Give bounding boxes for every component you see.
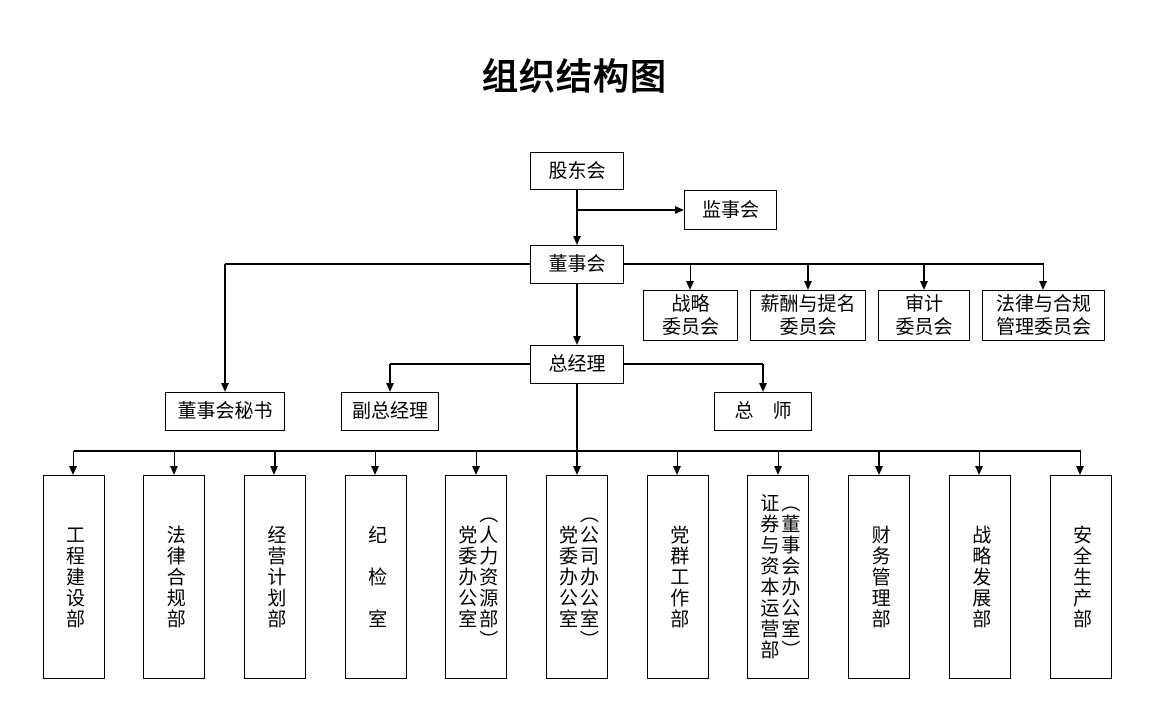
- node-label: 工程建设部: [63, 524, 84, 630]
- connector-line: [576, 384, 578, 467]
- chart-title: 组织结构图: [481, 56, 667, 97]
- connector-line: [390, 363, 530, 365]
- node-label: 董事会: [548, 254, 606, 275]
- arrow-down-icon: [919, 281, 928, 290]
- node-label: 安全生产部: [1070, 524, 1091, 630]
- connector-line: [72, 451, 75, 467]
- node-dept-party-committee-office-hr: 党委办公室 （人力资源部）: [445, 475, 508, 679]
- node-label: 总经理: [548, 354, 606, 375]
- arrow-down-icon: [1039, 281, 1047, 290]
- node-label: 战略 委员会: [661, 293, 719, 338]
- arrow-right-icon: [675, 205, 684, 214]
- node-dept-securities-capital-operation: 证券与资本运营部 （董事会办公室）: [747, 475, 810, 679]
- node-shareholders: 股东会: [530, 152, 624, 190]
- node-label: 财务管理部: [868, 524, 890, 630]
- node-label: 党委办公室 （公司办公室）: [556, 503, 598, 651]
- arrow-down-icon: [220, 383, 229, 392]
- node-label: 党委办公室 （人力资源部）: [455, 503, 498, 651]
- arrow-down-icon: [169, 466, 178, 475]
- node-label: 副总经理: [351, 401, 428, 422]
- connector-line: [389, 364, 391, 384]
- node-chief-engineer: 总 师: [714, 392, 812, 431]
- arrow-down-icon: [572, 236, 581, 245]
- node-label: 经营计划部: [264, 524, 286, 630]
- node-label: 审计 委员会: [895, 293, 953, 338]
- node-dept-party-mass-work: 党群工作部: [646, 475, 709, 679]
- arrow-down-icon: [385, 383, 394, 392]
- arrow-down-icon: [758, 383, 767, 392]
- connector-line: [576, 190, 578, 237]
- connector-line: [1079, 451, 1082, 467]
- node-label: 法律与合规 管理委员会: [995, 293, 1091, 338]
- connector-line: [624, 263, 1044, 265]
- connector-line: [374, 451, 377, 467]
- connector-line: [689, 264, 692, 282]
- node-dept-legal-compliance: 法律合规部: [143, 475, 206, 679]
- connector-line: [762, 364, 764, 384]
- connector-line: [923, 264, 925, 282]
- connector-line: [677, 451, 679, 467]
- node-dept-operation-planning: 经营计划部: [243, 475, 306, 679]
- node-dept-discipline-inspection: 纪 检 室: [344, 475, 407, 679]
- node-label: 党群工作部: [667, 524, 689, 630]
- connector-line: [577, 209, 676, 211]
- connector-line: [225, 263, 530, 265]
- connector-line: [173, 451, 175, 467]
- arrow-down-icon: [572, 336, 581, 345]
- node-dept-safety-production: 安全生产部: [1049, 475, 1112, 679]
- connector-line: [576, 284, 578, 337]
- arrow-down-icon: [270, 466, 279, 475]
- node-dept-finance-management: 财务管理部: [848, 475, 911, 679]
- connector-line: [777, 451, 780, 467]
- node-strategy-committee: 战略 委员会: [643, 290, 738, 341]
- node-audit-committee: 审计 委员会: [878, 290, 970, 341]
- node-label: 法律合规部: [163, 524, 185, 630]
- node-label: 总 师: [734, 401, 792, 422]
- node-board-of-directors: 董事会: [530, 245, 624, 284]
- node-supervisory-board: 监事会: [684, 190, 777, 230]
- node-label: 薪酬与提名 委员会: [760, 293, 856, 338]
- arrow-down-icon: [371, 466, 380, 475]
- connector-line: [979, 451, 981, 467]
- connector-line: [274, 451, 276, 467]
- arrow-down-icon: [975, 466, 984, 475]
- node-dept-engineering-construction: 工程建设部: [42, 475, 105, 679]
- node-label: 股东会: [548, 160, 606, 182]
- node-label: 董事会秘书: [177, 401, 273, 422]
- node-general-manager: 总经理: [530, 345, 624, 384]
- node-label: 证券与资本运营部 （董事会办公室）: [757, 493, 800, 661]
- node-dept-strategy-development: 战略发展部: [948, 475, 1011, 679]
- node-label: 战略发展部: [969, 524, 991, 630]
- arrow-down-icon: [69, 466, 77, 475]
- arrow-down-icon: [874, 466, 883, 475]
- node-legal-compliance-committee: 法律与合规 管理委员会: [982, 290, 1105, 341]
- arrow-down-icon: [1076, 466, 1084, 475]
- node-board-secretary: 董事会秘书: [165, 392, 285, 431]
- arrow-down-icon: [673, 466, 682, 475]
- arrow-down-icon: [803, 281, 812, 290]
- connector-line: [1042, 264, 1045, 282]
- connector-line: [624, 363, 763, 365]
- connector-line: [73, 450, 1081, 452]
- connector-line: [807, 264, 809, 282]
- node-label: 监事会: [701, 199, 759, 221]
- arrow-down-icon: [471, 466, 480, 475]
- connector-line: [224, 264, 226, 384]
- node-compensation-nomination-committee: 薪酬与提名 委员会: [750, 290, 866, 341]
- node-dept-party-committee-office-company: 党委办公室 （公司办公室）: [546, 475, 608, 679]
- connector-line: [878, 451, 880, 467]
- connector-line: [475, 451, 477, 467]
- node-label: 纪 检 室: [365, 524, 387, 630]
- arrow-down-icon: [773, 466, 782, 475]
- node-deputy-general-manager: 副总经理: [341, 392, 439, 431]
- arrow-down-icon: [686, 281, 694, 290]
- arrow-down-icon: [572, 466, 581, 475]
